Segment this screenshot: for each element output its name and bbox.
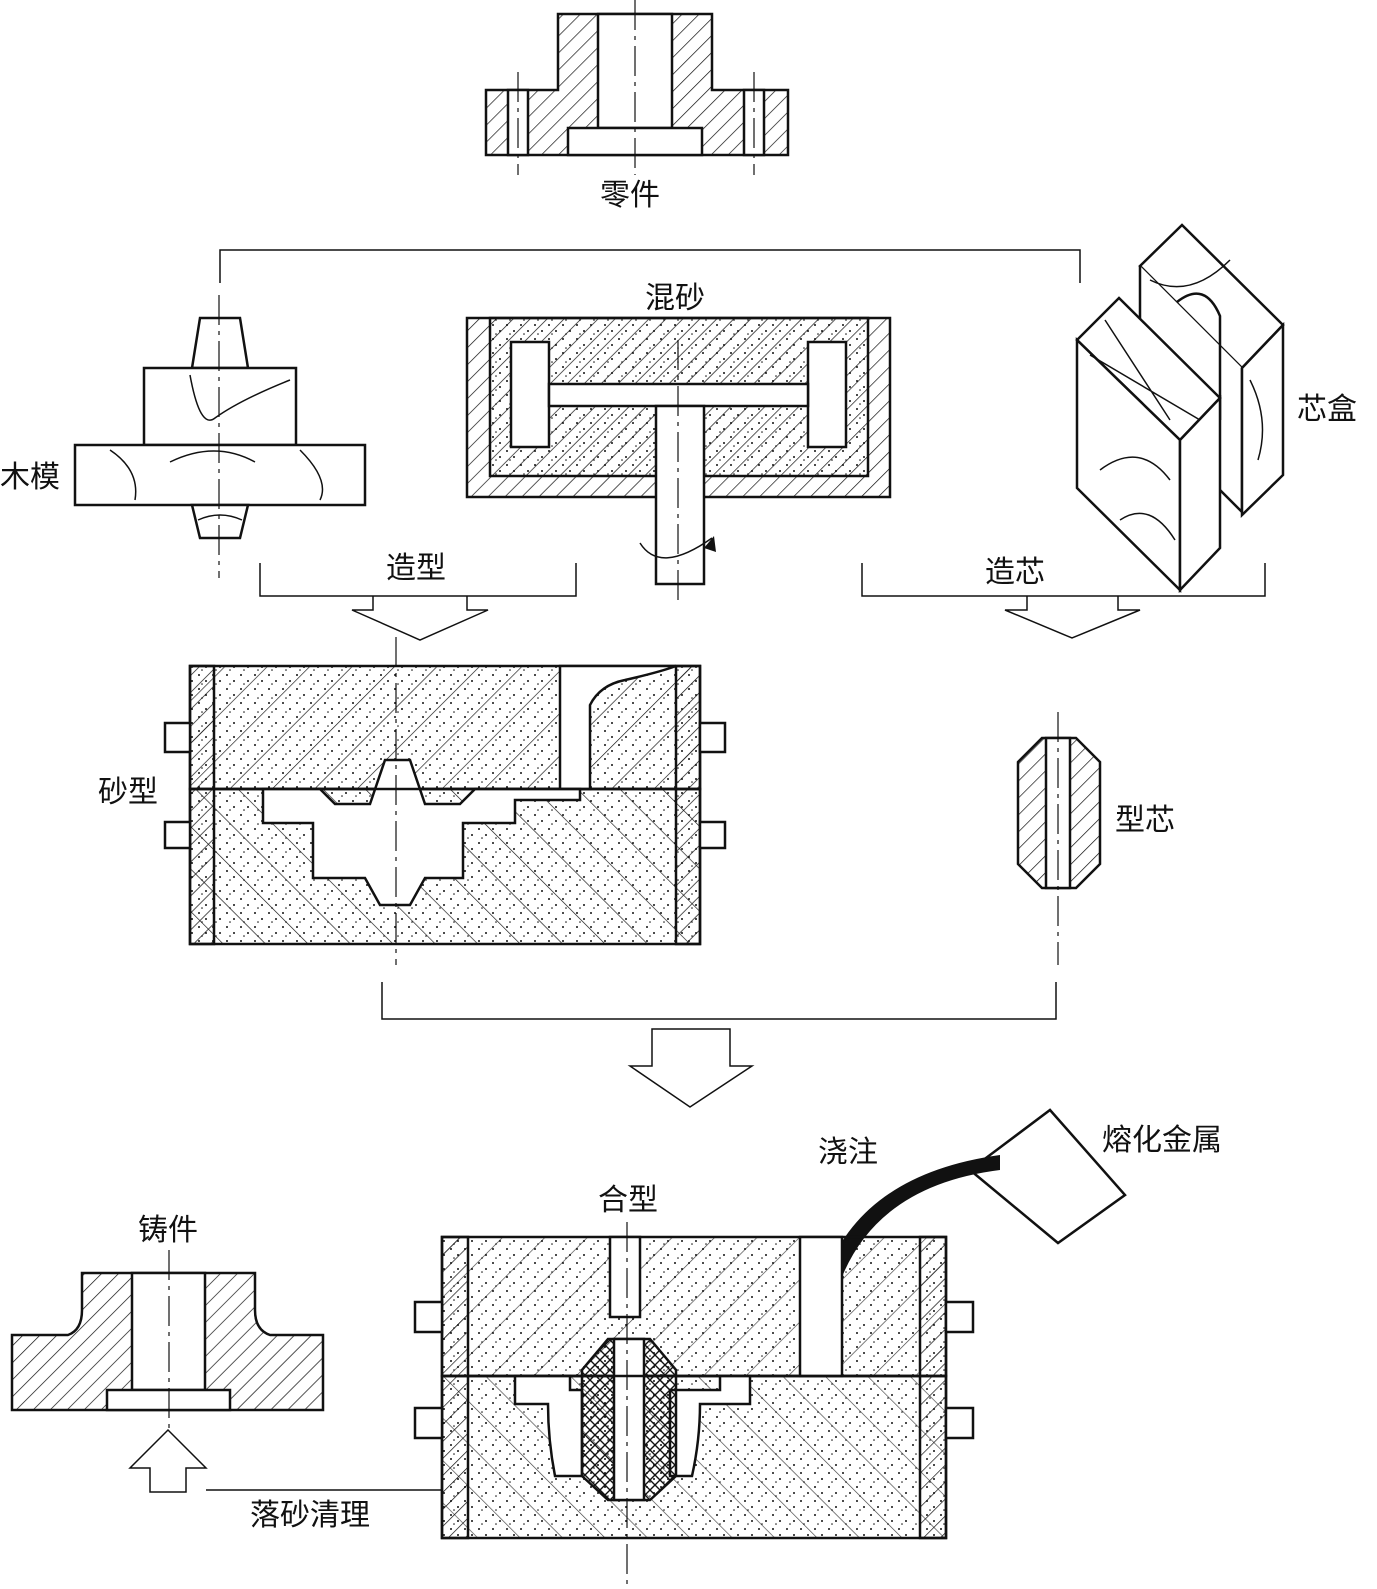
label-mixing: 混砂 bbox=[645, 281, 705, 316]
flow-bracket-top bbox=[219, 249, 1081, 283]
label-pouring: 浇注 bbox=[818, 1135, 878, 1170]
wood-pattern-drawing bbox=[73, 295, 367, 578]
ladle-drawing bbox=[967, 1108, 1127, 1245]
sand-mold-drawing bbox=[163, 637, 727, 965]
mold-assembly-arrow bbox=[627, 1028, 755, 1108]
core-making-bracket bbox=[861, 563, 1266, 597]
part-drawing bbox=[484, 0, 790, 175]
casting-drawing bbox=[10, 1250, 325, 1428]
core-drawing bbox=[1016, 712, 1102, 965]
label-molten-metal: 熔化金属 bbox=[1102, 1123, 1222, 1158]
molding-arrow bbox=[351, 596, 489, 641]
label-wood-pattern: 木模 bbox=[0, 460, 60, 495]
label-core-box: 芯盒 bbox=[1297, 392, 1357, 427]
label-sand-mold: 砂型 bbox=[98, 775, 158, 810]
assembled-mold-drawing bbox=[413, 1222, 975, 1589]
label-mold-assembly: 合型 bbox=[598, 1183, 658, 1218]
label-part: 零件 bbox=[600, 178, 660, 213]
label-core: 型芯 bbox=[1115, 803, 1175, 838]
label-molding: 造型 bbox=[386, 551, 446, 586]
sand-mixer-drawing bbox=[465, 316, 892, 606]
label-casting: 铸件 bbox=[138, 1213, 198, 1248]
core-box-drawing bbox=[1075, 223, 1285, 594]
label-shakeout-cleaning: 落砂清理 bbox=[250, 1498, 370, 1533]
core-making-arrow bbox=[1004, 596, 1141, 639]
merge-bracket bbox=[381, 982, 1057, 1020]
shakeout-arrow bbox=[128, 1428, 208, 1493]
molding-bracket bbox=[259, 563, 577, 597]
label-core-making: 造芯 bbox=[985, 555, 1045, 590]
